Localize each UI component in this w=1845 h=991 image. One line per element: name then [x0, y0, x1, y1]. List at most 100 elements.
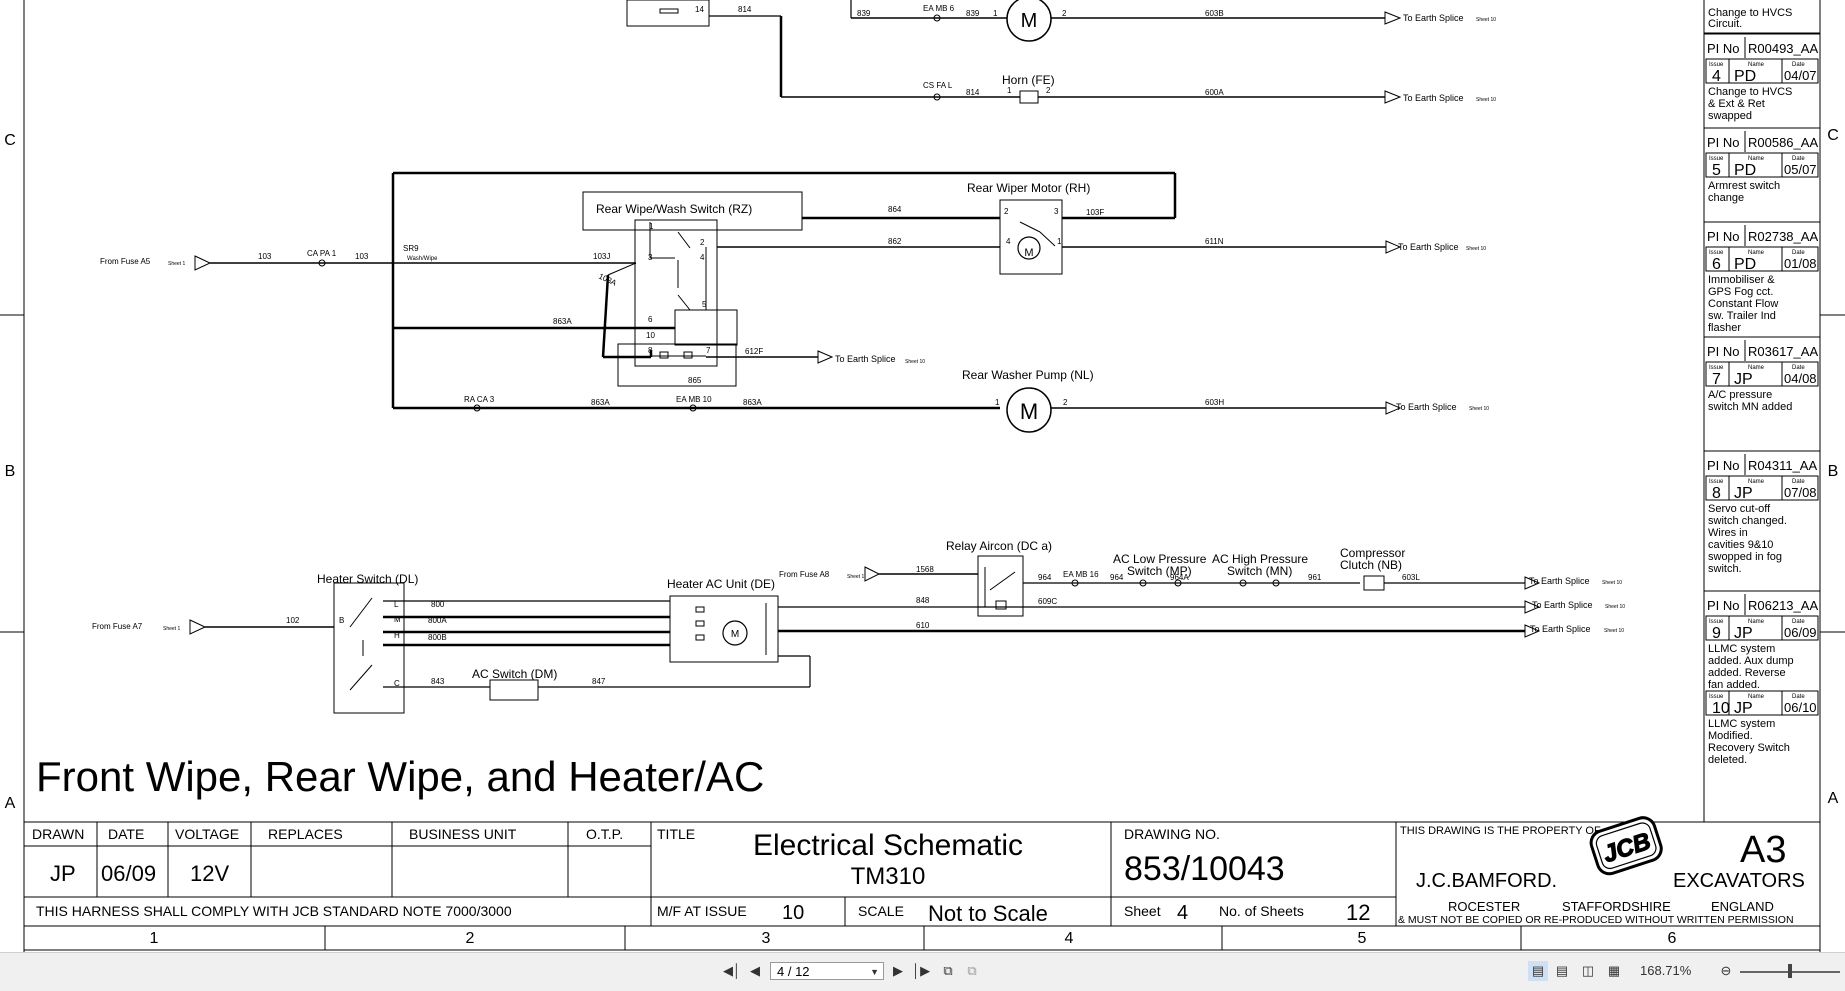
pin-label: 1 [995, 398, 1000, 407]
voltage-value: 12V [190, 861, 229, 886]
harness-note: THIS HARNESS SHALL COMPLY WITH JCB STAND… [36, 903, 512, 919]
wire-label: 800A [428, 616, 447, 625]
issue-header: Issue [1709, 619, 1724, 625]
drawn-value: JP [50, 861, 76, 886]
date-header: Date [1792, 62, 1805, 68]
zoom-level[interactable]: 168.71% [1640, 963, 1692, 978]
last-page-icon[interactable]: │▶ [911, 963, 931, 978]
wire-label: 600A [1205, 88, 1224, 97]
name-value: PD [1734, 68, 1756, 85]
revision-note: swopped in fog [1708, 551, 1782, 563]
grid-number-4: 4 [1065, 930, 1074, 947]
date-header: Date [1792, 619, 1805, 625]
sheet-ref-label: Sheet 1 [847, 574, 864, 580]
single-page-view-icon[interactable]: ▤ [1528, 961, 1548, 981]
date-header: DATE [108, 826, 144, 842]
page-title: Front Wipe, Rear Wipe, and Heater/AC [36, 753, 765, 800]
wire-label: 847 [592, 677, 606, 686]
pin-label: 3 [1054, 207, 1059, 216]
pin-label: 2 [1062, 9, 1067, 18]
wire-label: 103J [593, 252, 610, 261]
wire-label: 961 [1308, 573, 1322, 582]
fit-page-icon[interactable]: ▦ [1607, 963, 1621, 978]
pin-label: 2 [1004, 207, 1009, 216]
issue-value: 7 [1712, 371, 1721, 388]
two-page-view-icon[interactable]: ◫ [1581, 963, 1595, 978]
mf-value: 10 [782, 902, 804, 924]
next-page-icon[interactable]: ▶ [893, 963, 903, 978]
wire-label: EA MB 6 [923, 4, 955, 13]
compressor-clutch-label: Compressor [1340, 546, 1405, 560]
page-number-field[interactable]: 4 / 12 ▼ [770, 962, 884, 980]
wire-label: 1568 [916, 565, 934, 574]
rear-wipe-switch-label: Rear Wipe/Wash Switch (RZ) [596, 202, 752, 216]
wire-label: 603B [1205, 9, 1224, 18]
title-header: TITLE [657, 826, 695, 842]
date-header: Date [1792, 694, 1805, 700]
earth-splice-label: To Earth Splice [835, 354, 896, 364]
sheet-ref-label: Sheet 10 [1605, 604, 1625, 610]
mf-header: M/F AT ISSUE [657, 903, 747, 919]
date-value: 06/10 [1784, 700, 1817, 715]
otp-header: O.T.P. [586, 826, 623, 842]
revision-note: Modified. [1708, 730, 1753, 742]
revision-note: change [1708, 192, 1744, 204]
revision-note: Change to HVCS [1708, 7, 1792, 19]
grid-letter-c-right: C [1827, 127, 1839, 144]
svg-text:M: M [731, 629, 739, 640]
ac-high-switch-label: Switch (MN) [1227, 564, 1292, 578]
issue-value: 8 [1712, 485, 1721, 502]
pin-label: 6 [648, 315, 653, 324]
revision-pi-number: R06213_AA [1748, 598, 1818, 613]
pin-label: 3 [648, 253, 653, 262]
wire-label: 14 [695, 5, 704, 14]
wire-label: 863A [591, 398, 610, 407]
grid-number-5: 5 [1358, 930, 1367, 947]
pin-label: 1 [1057, 237, 1062, 246]
issue-header: Issue [1709, 365, 1724, 371]
grid-letter-a-left: A [5, 795, 16, 812]
revision-note: & Ext & Ret [1708, 98, 1765, 110]
wire-label: 103F [1086, 208, 1104, 217]
wire-label: 839 [966, 9, 980, 18]
continuous-view-icon[interactable]: ▤ [1555, 963, 1569, 978]
heater-switch-label: Heater Switch (DL) [317, 572, 418, 586]
zoom-out-icon[interactable]: ⊖ [1720, 963, 1732, 978]
from-fuse-a8-label: From Fuse A8 [779, 570, 830, 579]
date-value: 05/07 [1784, 162, 1817, 177]
prev-page-icon[interactable]: ◀ [750, 963, 760, 978]
revision-note: switch MN added [1708, 401, 1792, 413]
revision-note: GPS Fog cct. [1708, 286, 1773, 298]
wire-label: 865 [688, 376, 702, 385]
zoom-slider-thumb[interactable] [1788, 964, 1792, 978]
earth-splice-label: To Earth Splice [1403, 13, 1464, 23]
revision-pi-number: R03617_AA [1748, 344, 1818, 359]
wire-label: 609C [1038, 597, 1057, 606]
ac-high-switch-label: AC High Pressure [1212, 552, 1308, 566]
page-copy-icon[interactable]: ⧉ [943, 963, 953, 978]
first-page-icon[interactable]: ◀│ [722, 963, 742, 978]
svg-text:M: M [1021, 10, 1038, 32]
sheet-ref-label: Sheet 10 [1476, 17, 1496, 23]
wire-label: 103 [258, 252, 272, 261]
pin-label: 4 [700, 253, 705, 262]
revision-note: switch. [1708, 563, 1742, 575]
revision-note: LLMC system [1708, 643, 1775, 655]
splice-label: SR9 [403, 244, 419, 253]
name-header: Name [1748, 250, 1765, 256]
revision-pi-number: R02738_AA [1748, 229, 1818, 244]
connector-label: EA MB 10 [676, 395, 712, 404]
schematic-drawing: C B A C B A 1 2 3 4 5 6 M 14 814 839 EA … [0, 0, 1845, 952]
drawing-no-value: 853/10043 [1124, 850, 1285, 888]
revision-pi-label: PI No [1707, 135, 1740, 150]
pin-label: 2 [700, 238, 705, 247]
page-thumb-icon[interactable]: ⧉ [967, 963, 977, 978]
revision-note: switch changed. [1708, 515, 1787, 527]
chevron-down-icon[interactable]: ▼ [870, 967, 879, 977]
sheet-header: Sheet [1124, 903, 1161, 919]
pin-label: 1 [993, 9, 998, 18]
name-value: JP [1734, 700, 1753, 717]
revision-note: sw. Trailer Ind [1708, 310, 1776, 322]
scale-value: Not to Scale [928, 901, 1048, 926]
sheet-ref-label: Sheet 10 [1604, 628, 1624, 634]
